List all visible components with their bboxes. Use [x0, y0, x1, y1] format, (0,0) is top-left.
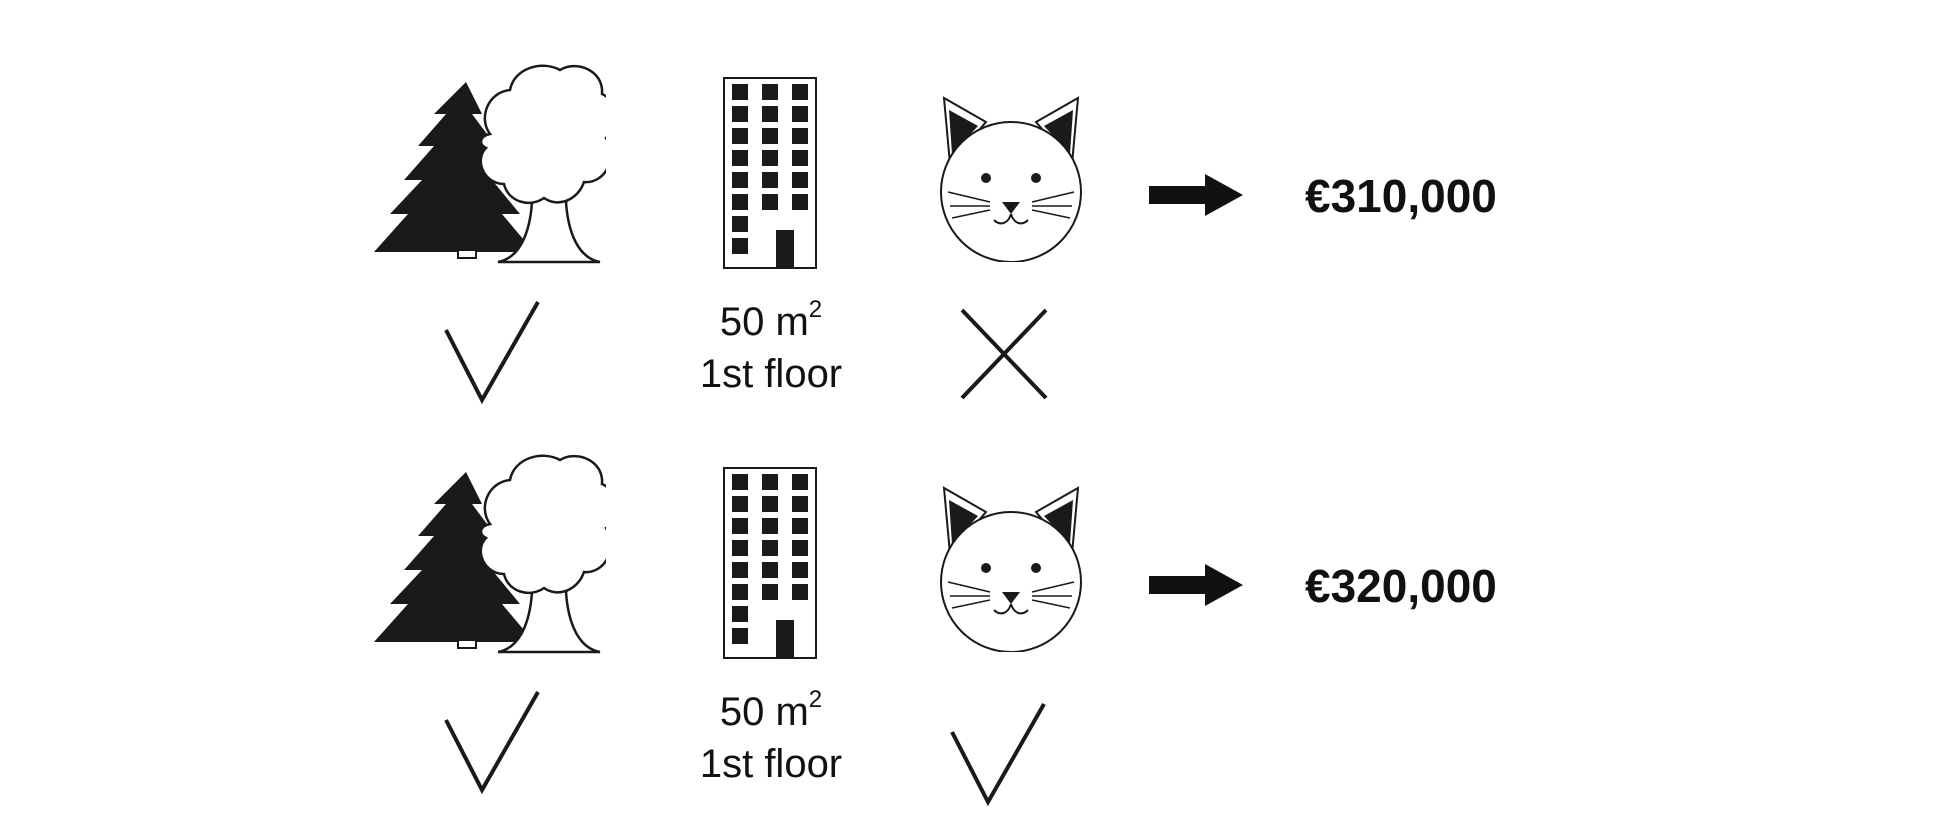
cat-icon — [940, 486, 1082, 652]
apartment-size: 50 m2 — [666, 296, 876, 348]
check-icon — [444, 301, 540, 404]
option-row-1: €310,000 50 m2 1st floor — [0, 0, 1957, 404]
arrow-right-icon — [1149, 564, 1243, 606]
trees-icon — [374, 64, 606, 264]
apartment-size: 50 m2 — [666, 686, 876, 738]
size-superscript: 2 — [808, 295, 823, 323]
apartment-floor: 1st floor — [699, 742, 843, 786]
building-icon — [723, 77, 817, 269]
option-row-2: €320,000 50 m2 1st floor — [0, 390, 1957, 806]
size-value: 50 m — [719, 300, 809, 344]
trees-icon — [374, 454, 606, 654]
arrow-right-icon — [1149, 174, 1243, 216]
apartment-details: 50 m2 1st floor — [666, 296, 876, 400]
size-superscript: 2 — [808, 685, 823, 713]
apartment-floor: 1st floor — [699, 352, 843, 396]
check-icon — [444, 691, 540, 794]
check-icon — [950, 703, 1046, 806]
price-label: €320,000 — [1305, 560, 1497, 612]
apartment-details: 50 m2 1st floor — [666, 686, 876, 790]
cross-icon — [960, 308, 1048, 400]
price-label: €310,000 — [1305, 170, 1497, 222]
size-value: 50 m — [719, 690, 809, 734]
building-icon — [723, 467, 817, 659]
cat-icon — [940, 96, 1082, 262]
